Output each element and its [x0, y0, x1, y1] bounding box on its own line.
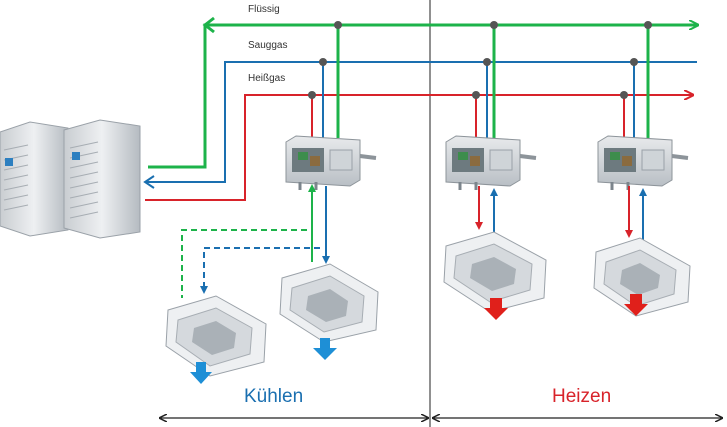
cool2-suction-dashed — [200, 247, 320, 294]
junction-nodes — [308, 21, 652, 99]
heat-air-arrow-icon — [484, 294, 648, 320]
hotgas-pipe — [145, 95, 692, 201]
outdoor-unit-icon — [0, 119, 141, 239]
liquid-pipe — [148, 25, 697, 169]
hotgas-pipe-label: Heißgas — [248, 73, 285, 84]
ceiling-cassette-icon — [165, 231, 691, 377]
suction-pipe-arrowhead — [143, 175, 155, 189]
bs-box-icon — [285, 135, 689, 190]
suction-pipe — [145, 61, 697, 183]
heating-mode-label: Heizen — [552, 386, 611, 407]
liquid-pipe-left-arrowhead — [202, 16, 215, 34]
cool2-liquid-dashed — [181, 229, 307, 298]
cool-air-arrow-icon — [190, 338, 337, 384]
cooling-mode-label: Kühlen — [244, 386, 303, 407]
liquid-pipe-label: Flüssig — [248, 4, 280, 15]
suction-pipe-label: Sauggas — [248, 40, 287, 51]
